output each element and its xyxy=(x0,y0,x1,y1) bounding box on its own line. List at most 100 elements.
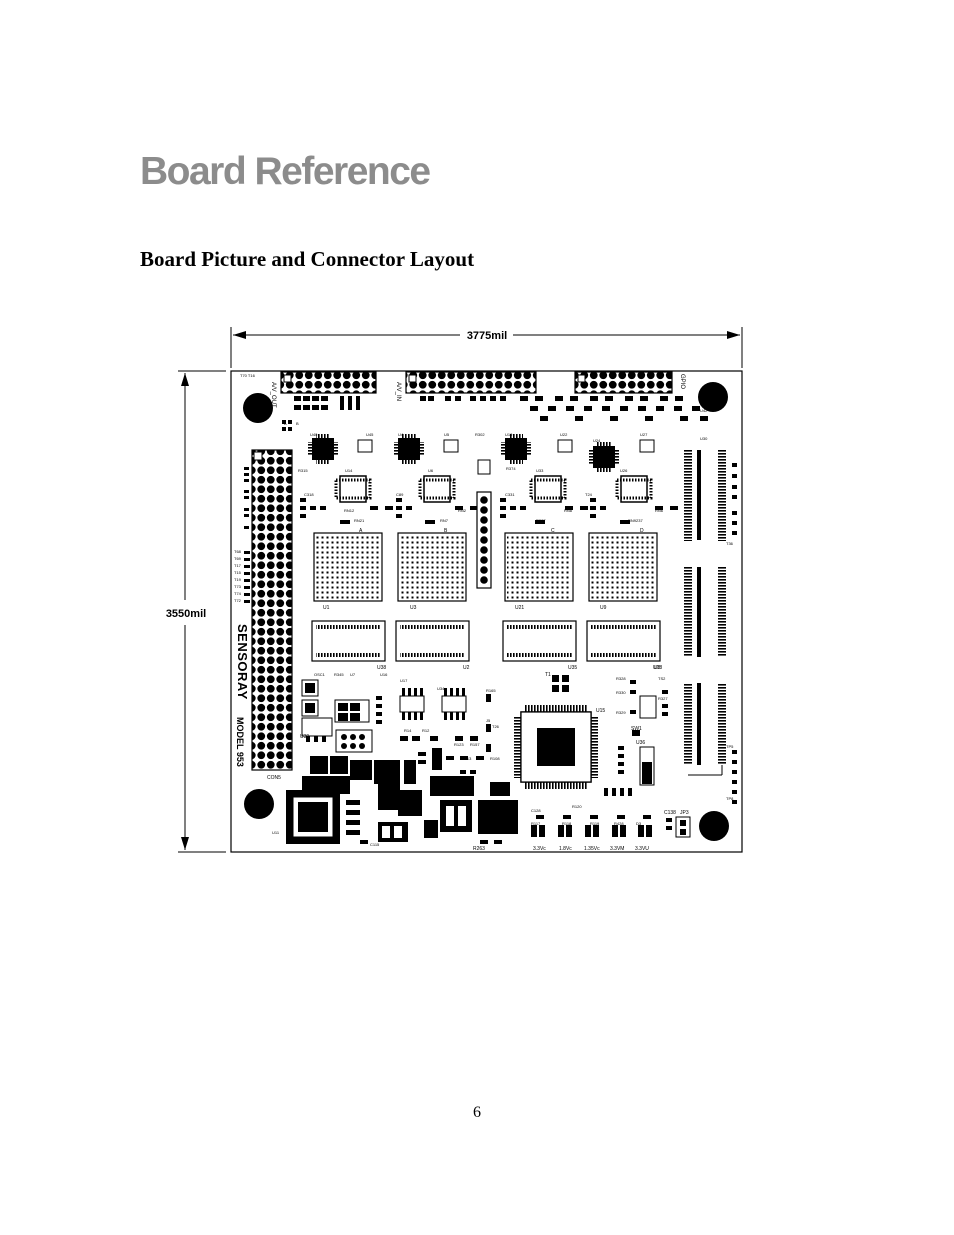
svg-text:U40: U40 xyxy=(310,432,318,437)
right-test-points xyxy=(732,463,737,804)
svg-text:U22: U22 xyxy=(560,432,568,437)
svg-text:U26: U26 xyxy=(620,468,628,473)
svg-text:T72: T72 xyxy=(234,598,242,603)
right-connectors xyxy=(684,449,726,776)
svg-text:U4: U4 xyxy=(398,432,404,437)
mount-hole-top-right xyxy=(698,382,728,412)
svg-text:T74: T74 xyxy=(234,591,242,596)
header-av-out xyxy=(280,371,377,394)
power-label-3: 1.35Vc xyxy=(584,846,600,852)
svg-text:T17: T17 xyxy=(234,563,242,568)
bga-label-4: U9 xyxy=(600,605,607,611)
decoder-chips xyxy=(308,434,619,472)
svg-text:T70 T16: T70 T16 xyxy=(240,373,256,378)
svg-text:U33: U33 xyxy=(536,468,544,473)
svg-text:R374: R374 xyxy=(506,466,516,471)
top-passives xyxy=(282,396,708,431)
u39-label: U39 xyxy=(300,734,309,740)
soic-chips xyxy=(357,439,655,475)
svg-text:T73: T73 xyxy=(234,584,242,589)
svg-text:T69: T69 xyxy=(234,556,242,561)
svg-text:R108: R108 xyxy=(490,756,500,761)
page-title: Board Reference xyxy=(140,150,431,193)
svg-text:C89: C89 xyxy=(396,492,404,497)
jp3-label: JP3 xyxy=(680,810,689,816)
power-label-1: 3.3Vc xyxy=(533,846,546,852)
svg-text:OSC1: OSC1 xyxy=(314,672,326,677)
header-label-av-out: A/V_OUT xyxy=(270,382,276,408)
svg-text:TP5: TP5 xyxy=(726,744,734,749)
power-leds xyxy=(531,815,652,837)
ram-label-1: U38 xyxy=(377,665,386,671)
sw1-label: SW1 xyxy=(631,726,642,732)
svg-text:RN9237: RN9237 xyxy=(628,518,643,523)
main-processor xyxy=(514,705,598,789)
model-text: MODEL 953 xyxy=(235,717,245,767)
pc104-connector xyxy=(251,449,293,771)
u15-label: U15 xyxy=(596,708,605,714)
svg-text:U11: U11 xyxy=(272,830,280,835)
mount-hole-top-left xyxy=(243,393,273,423)
sdram-chips xyxy=(311,620,661,662)
bga-label-2: U3 xyxy=(410,605,417,611)
c138-label: C138 xyxy=(664,810,676,816)
encoder-chips xyxy=(334,475,653,503)
svg-text:T26: T26 xyxy=(492,724,500,729)
height-label: 3550mil xyxy=(166,608,206,620)
svg-text:U30: U30 xyxy=(700,436,708,441)
svg-text:R14: R14 xyxy=(404,728,412,733)
svg-text:R330: R330 xyxy=(616,690,626,695)
section-subtitle: Board Picture and Connector Layout xyxy=(140,247,475,271)
svg-text:TS2: TS2 xyxy=(658,676,666,681)
svg-text:RN12: RN12 xyxy=(344,508,355,513)
svg-text:U42: U42 xyxy=(700,408,708,413)
height-dimension: 3550mil xyxy=(166,370,226,853)
u36-label: U36 xyxy=(636,740,645,746)
svg-text:C128: C128 xyxy=(531,808,541,813)
svg-text:R345: R345 xyxy=(334,672,344,677)
svg-text:U7: U7 xyxy=(350,672,356,677)
svg-text:D3: D3 xyxy=(636,821,642,826)
lower-left-parts xyxy=(301,679,491,770)
channel-d-label: D xyxy=(640,528,644,534)
bga-chips xyxy=(313,532,658,602)
svg-text:R428: R428 xyxy=(614,821,624,826)
brand-text: SENSORAY xyxy=(235,624,250,700)
page-number: 6 xyxy=(473,1104,481,1121)
svg-text:U10: U10 xyxy=(505,432,513,437)
header-label-gpio: GPIO xyxy=(679,374,685,389)
svg-text:U17: U17 xyxy=(400,678,408,683)
mount-hole-bottom-left xyxy=(244,789,274,819)
svg-text:RN7: RN7 xyxy=(440,518,449,523)
svg-text:U24: U24 xyxy=(593,438,601,443)
svg-text:TP8: TP8 xyxy=(726,796,734,801)
mid-pad-strip xyxy=(476,491,492,589)
t1-pads xyxy=(552,675,569,692)
svg-text:R327: R327 xyxy=(658,696,668,701)
svg-text:R12: R12 xyxy=(422,728,430,733)
svg-text:B: B xyxy=(296,421,299,426)
power-label-4: 3.3VM xyxy=(610,846,624,852)
channel-a-label: A xyxy=(359,528,363,534)
svg-text:C115: C115 xyxy=(370,842,380,847)
svg-text:R118: R118 xyxy=(562,821,572,826)
right-mid-parts xyxy=(604,680,668,796)
ram-label-4: U8 xyxy=(654,665,661,671)
width-label: 3775mil xyxy=(467,330,507,342)
svg-text:U45: U45 xyxy=(366,432,374,437)
svg-text:C331: C331 xyxy=(505,492,515,497)
channel-b-label: B xyxy=(444,528,448,534)
header-label-av-in: A/V_IN xyxy=(395,382,401,401)
bga-label-3: U21 xyxy=(515,605,524,611)
power-label-5: 3.3VU xyxy=(635,846,649,852)
r263-label: R263 xyxy=(473,846,485,852)
power-section xyxy=(286,756,518,844)
svg-text:T36: T36 xyxy=(726,541,734,546)
svg-text:RN2: RN2 xyxy=(458,508,467,513)
ram-label-3: U35 xyxy=(568,665,577,671)
bottom-right-parts xyxy=(666,816,691,838)
svg-text:U16: U16 xyxy=(380,672,388,677)
svg-text:R117: R117 xyxy=(531,821,541,826)
svg-text:RN8: RN8 xyxy=(564,508,573,513)
